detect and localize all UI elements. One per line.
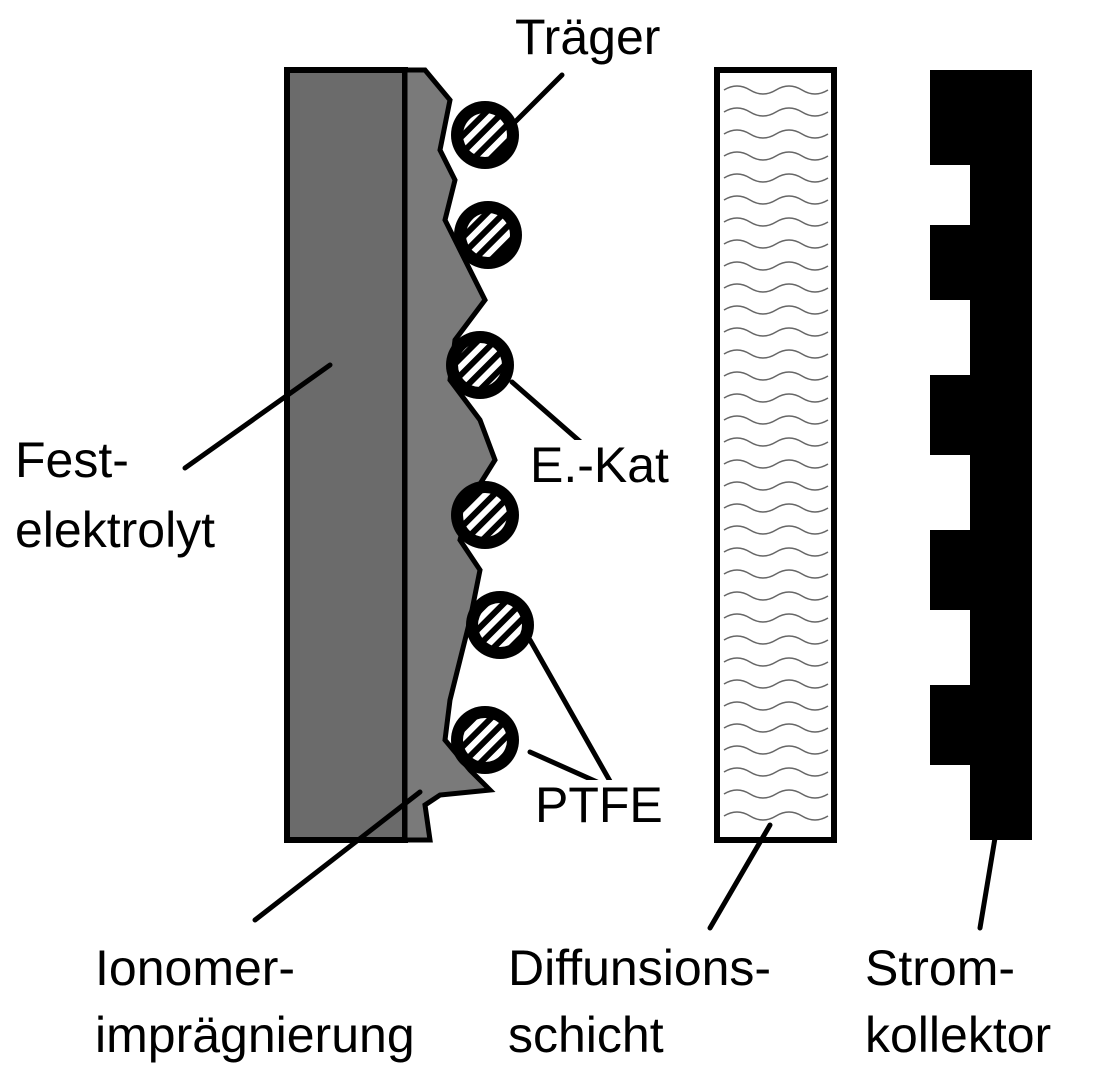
- catalyst-particles: [446, 101, 534, 774]
- fibre-line: [723, 305, 829, 315]
- fibre-line: [723, 107, 829, 117]
- fibre-line: [723, 151, 829, 161]
- fibre-line: [723, 679, 829, 689]
- fibre-line: [723, 569, 829, 579]
- fibre-line: [723, 239, 829, 249]
- fibre-line: [723, 503, 829, 513]
- fibre-line: [723, 547, 829, 557]
- fibre-line: [723, 657, 829, 667]
- fibre-line: [723, 723, 829, 733]
- fibre-line: [723, 349, 829, 359]
- fibre-line: [723, 613, 829, 623]
- solid-electrolyte-layer: [284, 67, 408, 843]
- label-ionomer-line1: Ionomer-: [95, 940, 296, 996]
- fibre-line: [723, 591, 829, 601]
- fibre-line: [723, 85, 829, 95]
- fibre-line: [723, 129, 829, 139]
- label-ptfe: PTFE: [535, 777, 663, 833]
- label-strom-line1: Strom-: [865, 940, 1015, 996]
- fibre-line: [723, 173, 829, 183]
- label-diffusion-line1: Diffunsions-: [508, 940, 772, 996]
- fibre-line: [723, 437, 829, 447]
- label-festelektrolyt-line1: Fest-: [15, 432, 129, 488]
- fibre-line: [723, 701, 829, 711]
- fibre-line: [723, 745, 829, 755]
- label-ekat: E.-Kat: [530, 437, 669, 493]
- fibre-line: [723, 767, 829, 777]
- fibre-line: [723, 525, 829, 535]
- fibre-line: [723, 789, 829, 799]
- fibre-line: [723, 261, 829, 271]
- fibre-line: [723, 415, 829, 425]
- label-strom-line2: kollektor: [865, 1007, 1052, 1063]
- fibre-line: [723, 481, 829, 491]
- current-collector: [930, 70, 1032, 840]
- fibre-line: [723, 217, 829, 227]
- label-diffusion-line2: schicht: [508, 1007, 664, 1063]
- fibre-line: [723, 393, 829, 403]
- diffusion-layer: [714, 67, 837, 843]
- fibre-line: [723, 371, 829, 381]
- fibre-line: [723, 459, 829, 469]
- label-traeger: Träger: [515, 9, 661, 65]
- fibre-line: [723, 283, 829, 293]
- label-festelektrolyt-line2: elektrolyt: [15, 502, 216, 558]
- fibre-line: [723, 195, 829, 205]
- label-ionomer-line2: imprägnierung: [95, 1007, 415, 1063]
- fibre-line: [723, 811, 829, 821]
- fibre-line: [723, 635, 829, 645]
- fibre-line: [723, 327, 829, 337]
